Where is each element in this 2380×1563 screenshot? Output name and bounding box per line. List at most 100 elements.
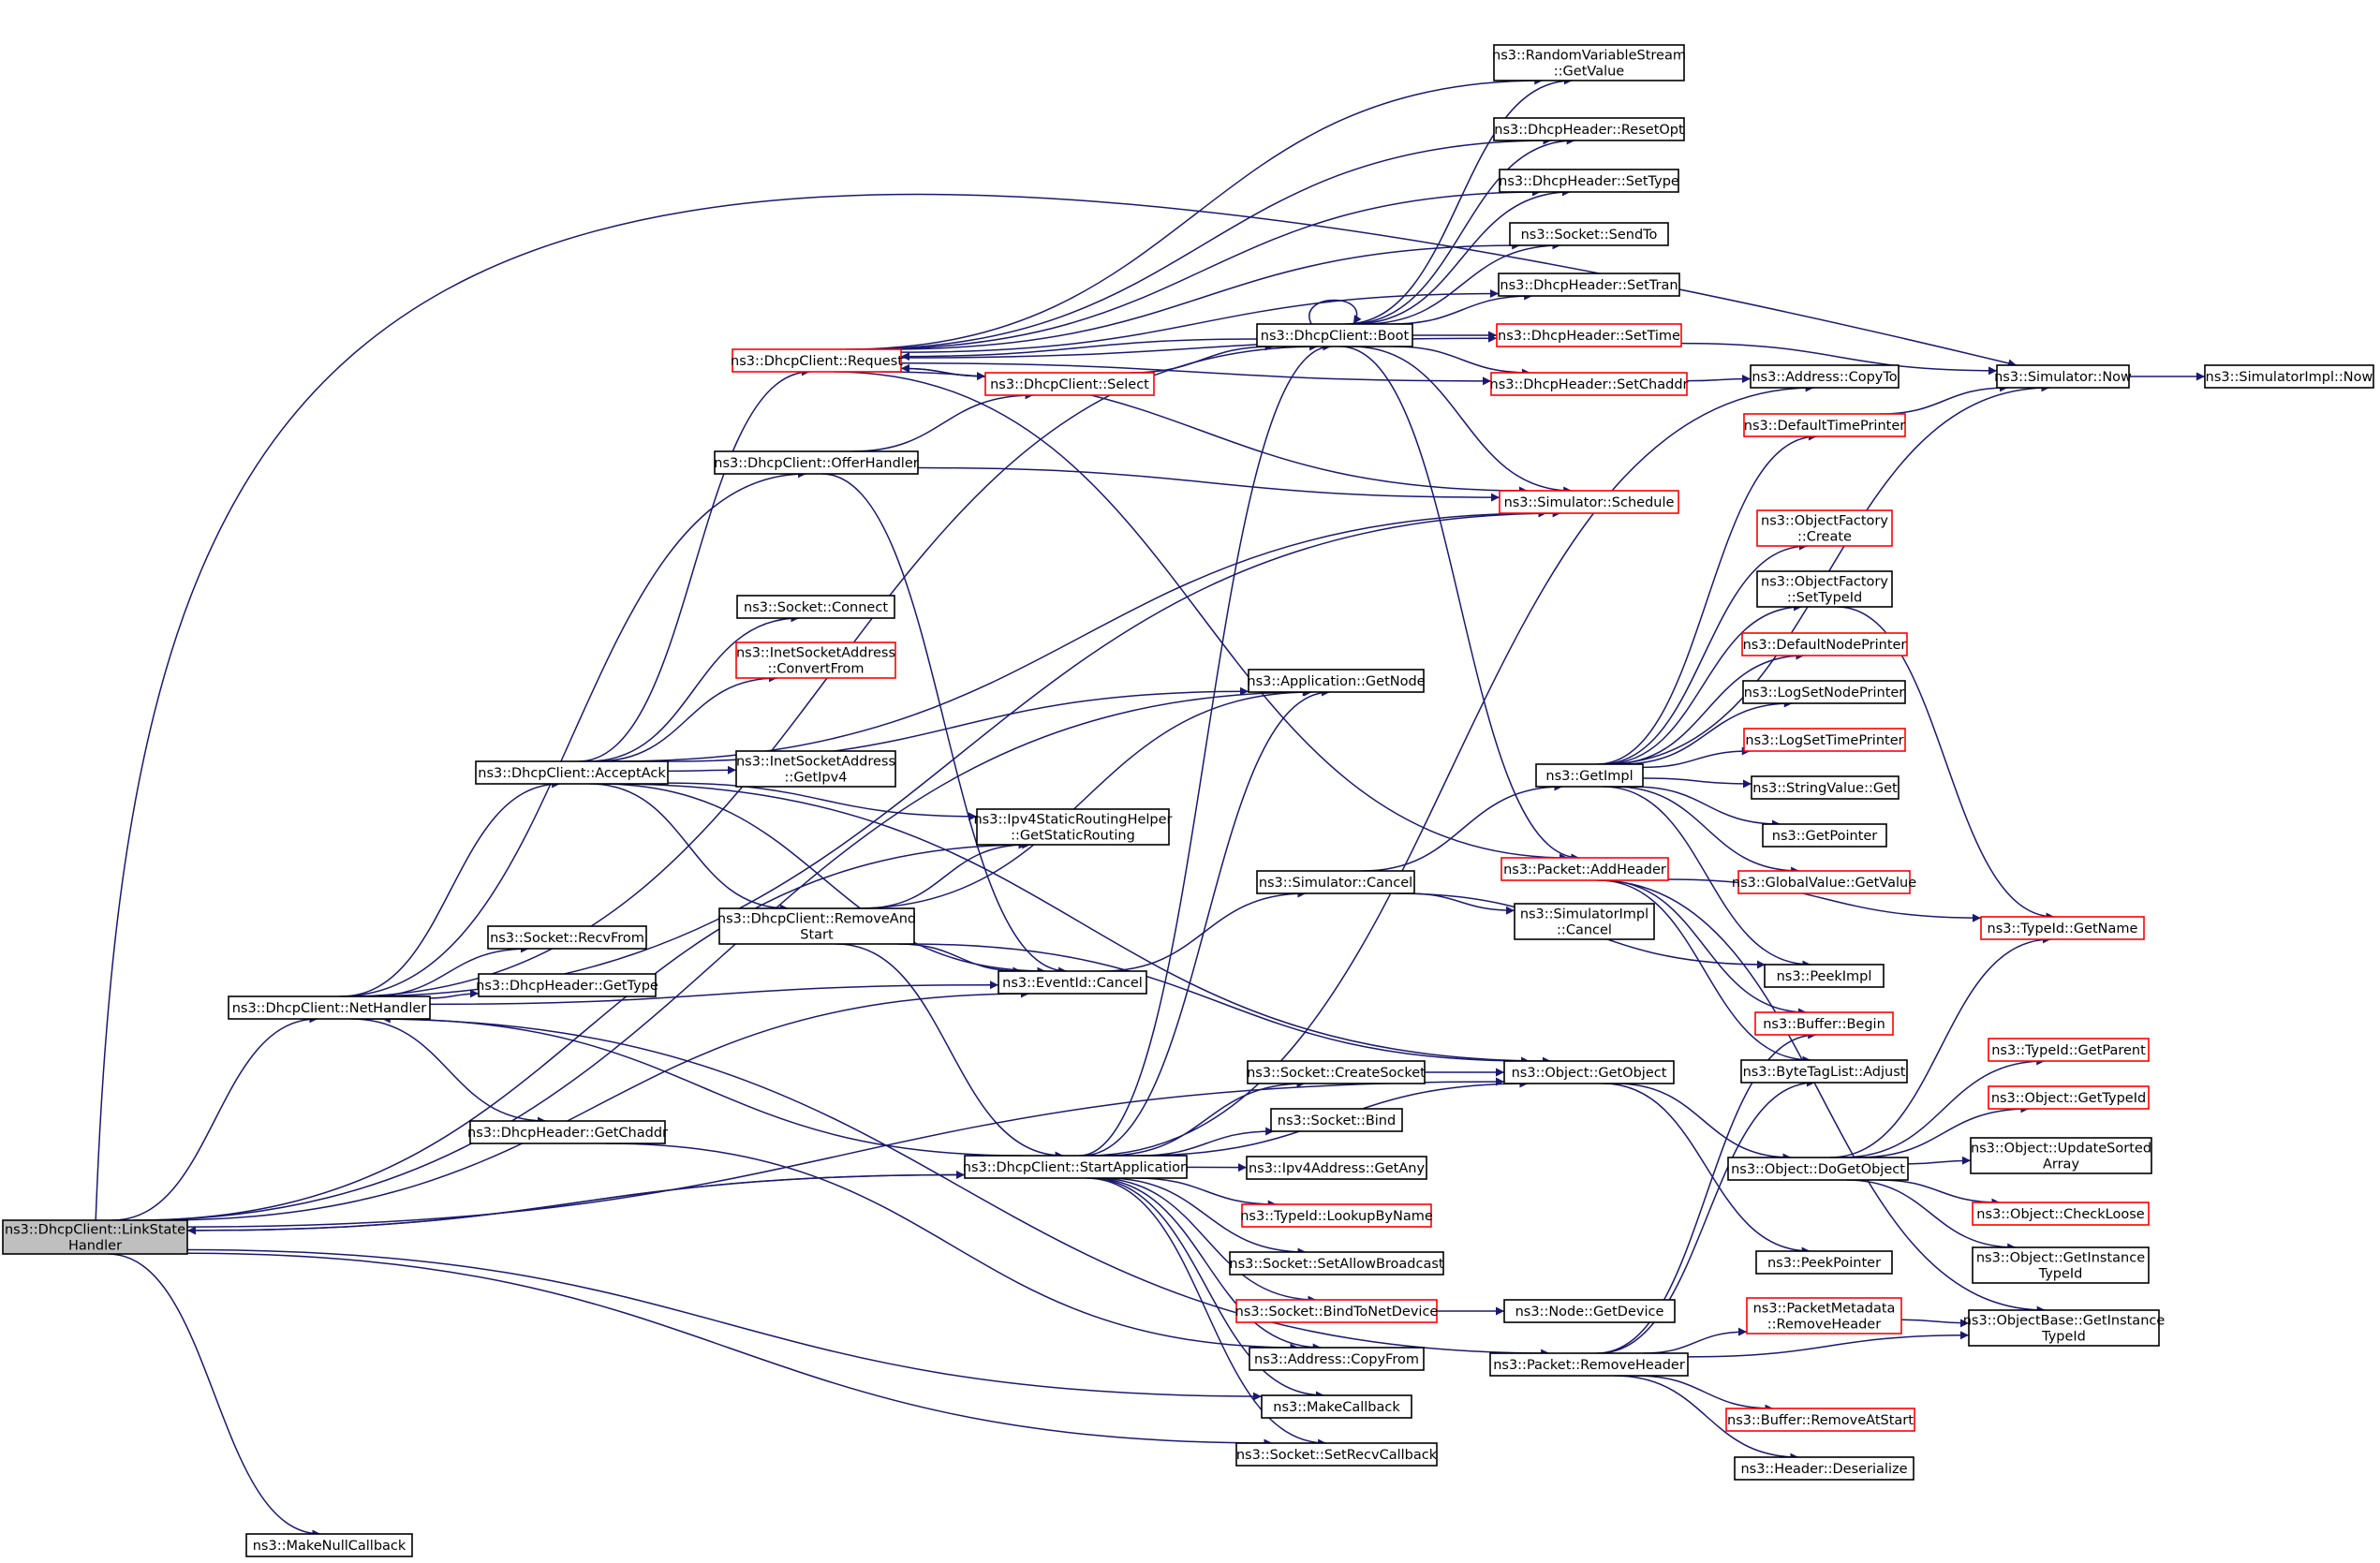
- node-acceptack[interactable]: ns3::DhcpClient::AcceptAck: [475, 760, 669, 785]
- node-getpointer[interactable]: ns3::GetPointer: [1762, 823, 1887, 848]
- node-defaultnodeprinter[interactable]: ns3::DefaultNodePrinter: [1741, 632, 1908, 656]
- node-bufferbegin[interactable]: ns3::Buffer::Begin: [1754, 1011, 1894, 1036]
- edge-getimpl-to-objfactorycreate: [1600, 541, 1808, 765]
- node-logsetnodeprinter[interactable]: ns3::LogSetNodePrinter: [1742, 680, 1906, 704]
- node-ipv4getany[interactable]: ns3::Ipv4Address::GetAny: [1246, 1156, 1427, 1180]
- edge-nethandler-to-offerhandler: [339, 469, 806, 997]
- node-objdogetobject[interactable]: ns3::Object::DoGetObject: [1727, 1157, 1909, 1181]
- node-typeidgetname[interactable]: ns3::TypeId::GetName: [1980, 916, 2145, 940]
- node-nodegetdevice[interactable]: ns3::Node::GetDevice: [1503, 1299, 1676, 1323]
- node-label: ns3::Object::UpdateSorted: [1971, 1142, 2151, 1157]
- node-objcheckloose[interactable]: ns3::Object::CheckLoose: [1972, 1202, 2150, 1226]
- node-socketconnect[interactable]: ns3::Socket::Connect: [736, 595, 895, 619]
- node-globalvaluegetvalue[interactable]: ns3::GlobalValue::GetValue: [1732, 870, 1916, 894]
- node-headerdeserialize[interactable]: ns3::Header::Deserialize: [1734, 1456, 1914, 1481]
- node-socketrecvfrom[interactable]: ns3::Socket::RecvFrom: [487, 925, 647, 950]
- node-simcancel[interactable]: ns3::Simulator::Cancel: [1256, 870, 1415, 894]
- node-packetremoveheader[interactable]: ns3::Packet::RemoveHeader: [1489, 1352, 1689, 1377]
- node-simnow[interactable]: ns3::Simulator::Now: [1994, 364, 2132, 389]
- node-makenullcb[interactable]: ns3::MakeNullCallback: [245, 1533, 413, 1557]
- node-typeidlookup[interactable]: ns3::TypeId::LookupByName: [1240, 1203, 1433, 1228]
- edge-packetremoveheader-to-bufferremoveatstart: [1635, 1375, 1774, 1413]
- edge-getimpl-to-objfactorysettypeid: [1604, 602, 1803, 765]
- node-box: [1996, 364, 2130, 389]
- node-ipv4staticrouting[interactable]: ns3::Ipv4StaticRoutingHelper::GetStaticR…: [973, 808, 1173, 846]
- node-setchaddr[interactable]: ns3::DhcpHeader::SetChaddr: [1490, 372, 1689, 396]
- edge-acceptack-to-inetgetipv4: [667, 765, 737, 774]
- node-startapp[interactable]: ns3::DhcpClient::StartApplication: [963, 1155, 1189, 1179]
- edge-objdogetobject-to-objupdatesorted: [1907, 1156, 1972, 1165]
- node-label: ns3::DhcpHeader::GetType: [476, 979, 658, 994]
- node-simimplcancel[interactable]: ns3::SimulatorImpl::Cancel: [1514, 903, 1655, 940]
- edge-startapp-to-setallowbroadcast: [1105, 1177, 1307, 1257]
- node-objfactorysettypeid[interactable]: ns3::ObjectFactory::SetTypeId: [1756, 570, 1893, 608]
- node-stringvalueget[interactable]: ns3::StringValue::Get: [1751, 775, 1900, 800]
- node-typeidgetparent[interactable]: ns3::TypeId::GetParent: [1988, 1038, 2150, 1062]
- node-offerhandler[interactable]: ns3::DhcpClient::OfferHandler: [714, 450, 919, 475]
- node-peekpointer[interactable]: ns3::PeekPointer: [1755, 1250, 1893, 1275]
- node-logsettimeprinter[interactable]: ns3::LogSetTimePrinter: [1743, 728, 1906, 752]
- node-boot[interactable]: ns3::DhcpClient::Boot: [1256, 323, 1413, 347]
- node-box: [1756, 509, 1893, 547]
- node-box: [1499, 490, 1679, 514]
- node-setallowbroadcast[interactable]: ns3::Socket::SetAllowBroadcast: [1229, 1251, 1444, 1275]
- node-packetaddheader[interactable]: ns3::Packet::AddHeader: [1500, 857, 1669, 881]
- node-objfactorycreate[interactable]: ns3::ObjectFactory::Create: [1756, 509, 1893, 547]
- edge-boot-to-rvsgetvalue: [1345, 76, 1573, 325]
- node-objgetobject[interactable]: ns3::Object::GetObject: [1503, 1060, 1675, 1084]
- node-resetopt[interactable]: ns3::DhcpHeader::ResetOpt: [1493, 117, 1685, 141]
- node-rvsgetvalue[interactable]: ns3::RandomVariableStream::GetValue: [1492, 44, 1686, 81]
- node-eventidcancel[interactable]: ns3::EventId::Cancel: [998, 970, 1147, 995]
- node-peekimpl[interactable]: ns3::PeekImpl: [1764, 964, 1885, 988]
- node-settran[interactable]: ns3::DhcpHeader::SetTran: [1498, 273, 1680, 297]
- edge-nethandler-to-packetremoveheader: [368, 1018, 1550, 1358]
- node-setrecvcallback[interactable]: ns3::Socket::SetRecvCallback: [1235, 1442, 1438, 1467]
- node-dhcpgettype[interactable]: ns3::DhcpHeader::GetType: [476, 973, 658, 997]
- node-getimpl[interactable]: ns3::GetImpl: [1535, 763, 1644, 788]
- node-addrcopyto[interactable]: ns3::Address::CopyTo: [1750, 364, 1900, 389]
- node-settime[interactable]: ns3::DhcpHeader::SetTime: [1496, 323, 1682, 347]
- node-socketcreatesocket[interactable]: ns3::Socket::CreateSocket: [1247, 1060, 1426, 1084]
- edge-getimpl-to-logsetnodeprinter: [1620, 699, 1793, 765]
- node-socketbind[interactable]: ns3::Socket::Bind: [1270, 1108, 1403, 1132]
- node-inetconvertfrom[interactable]: ns3::InetSocketAddress::ConvertFrom: [735, 641, 896, 679]
- edge-linkstate-to-nethandler: [111, 1014, 318, 1221]
- node-objgettypeid[interactable]: ns3::Object::GetTypeId: [1988, 1085, 2150, 1110]
- node-label: ::GetIpv4: [785, 771, 848, 786]
- node-request[interactable]: ns3::DhcpClient::Request: [731, 348, 903, 373]
- node-box: [1741, 632, 1908, 656]
- node-makecallback[interactable]: ns3::MakeCallback: [1261, 1394, 1412, 1419]
- node-dhcpgetchaddr[interactable]: ns3::DhcpHeader::GetChaddr: [467, 1120, 668, 1144]
- edge-objgetobject-to-objdogetobject: [1615, 1083, 1792, 1162]
- node-box: [1246, 1156, 1427, 1180]
- node-schedule[interactable]: ns3::Simulator::Schedule: [1499, 490, 1679, 514]
- node-defaulttimeprinter[interactable]: ns3::DefaultTimePrinter: [1743, 413, 1906, 437]
- node-label: ns3::PeekPointer: [1767, 1256, 1881, 1271]
- node-box: [228, 995, 431, 1020]
- node-label: ns3::MakeNullCallback: [253, 1539, 407, 1554]
- node-nethandler[interactable]: ns3::DhcpClient::NetHandler: [228, 995, 431, 1020]
- edge-simcancel-to-simimplcancel: [1406, 892, 1515, 915]
- node-appgetnode[interactable]: ns3::Application::GetNode: [1247, 669, 1426, 693]
- node-label: ::Create: [1797, 530, 1852, 545]
- node-bufferremoveatstart[interactable]: ns3::Buffer::RemoveAtStart: [1725, 1408, 1915, 1432]
- node-label: ns3::DhcpHeader::SetTime: [1498, 329, 1680, 344]
- node-addrcopyfrom[interactable]: ns3::Address::CopyFrom: [1249, 1347, 1425, 1371]
- node-inetgetipv4[interactable]: ns3::InetSocketAddress::GetIpv4: [735, 750, 896, 788]
- node-box: [1261, 1394, 1412, 1419]
- node-bytetaglistadjust[interactable]: ns3::ByteTagList::Adjust: [1740, 1059, 1908, 1084]
- edge-startapp-to-boot: [1079, 342, 1332, 1157]
- edge-acceptack-to-eventidcancel: [599, 783, 1046, 976]
- node-bindtonetdevice[interactable]: ns3::Socket::BindToNetDevice: [1235, 1299, 1439, 1323]
- node-sendto[interactable]: ns3::Socket::SendTo: [1509, 222, 1669, 246]
- node-label: ns3::DhcpHeader::GetChaddr: [467, 1126, 668, 1141]
- node-pktmetaremoveheader[interactable]: ns3::PacketMetadata::RemoveHeader: [1746, 1297, 1902, 1334]
- node-simimplnow[interactable]: ns3::SimulatorImpl::Now: [2204, 364, 2374, 389]
- node-settype[interactable]: ns3::DhcpHeader::SetType: [1499, 169, 1679, 193]
- node-select[interactable]: ns3::DhcpClient::Select: [984, 372, 1155, 396]
